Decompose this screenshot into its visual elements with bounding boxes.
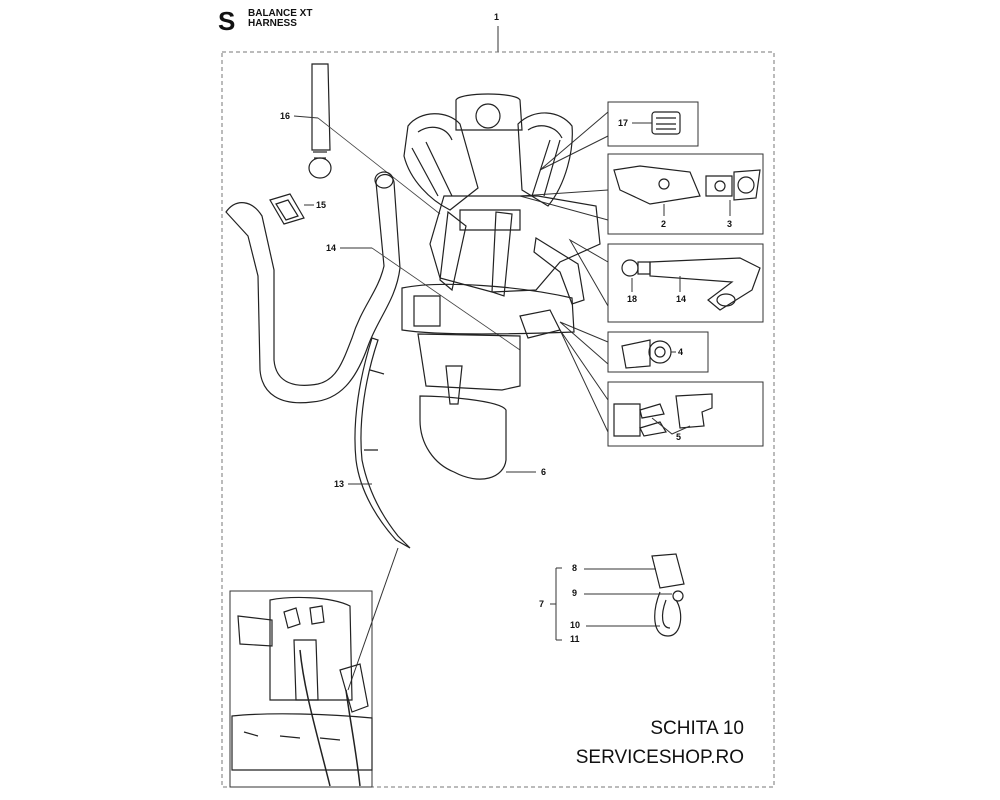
sheet-label: SCHITA 10	[650, 718, 744, 739]
part-16-strap	[309, 64, 331, 178]
callout-13: 13	[334, 479, 345, 489]
pointer-4	[560, 322, 608, 364]
callout-16: 16	[280, 111, 291, 121]
callout-6: 6	[541, 467, 547, 477]
part-18-clip	[622, 260, 650, 276]
detail-box-inset	[230, 591, 372, 787]
callout-1: 1	[494, 12, 500, 22]
part-7-hook-assembly	[652, 554, 684, 636]
part-14-strap-detail	[650, 258, 760, 310]
leader-16-to-harness	[318, 118, 440, 214]
section-letter: S	[218, 6, 236, 36]
part-17-buckle	[652, 112, 680, 134]
title-line-1: BALANCE XT	[248, 8, 313, 19]
leader-16	[294, 116, 318, 118]
callout-9: 9	[572, 588, 578, 598]
callout-10: 10	[570, 620, 581, 630]
callout-2: 2	[661, 219, 667, 229]
callout-8: 8	[572, 563, 578, 573]
diagram-title: BALANCE XT HARNESS	[248, 9, 312, 29]
pointer-2-3	[520, 190, 608, 220]
leader-5	[652, 418, 690, 434]
callout-7: 7	[539, 599, 545, 609]
detail-box-2-3	[608, 154, 763, 234]
title-line-2: HARNESS	[248, 18, 297, 29]
leader-13-to-inset	[348, 548, 398, 690]
callout-15: 15	[316, 200, 327, 210]
site-label: SERVICESHOP.RO	[575, 747, 744, 768]
part-3-swivel	[706, 170, 760, 200]
pointer-5	[560, 330, 608, 432]
callout-17: 17	[618, 118, 629, 128]
detail-box-17	[608, 102, 698, 146]
part-14-hip-strap	[226, 172, 400, 403]
callout-11: 11	[570, 634, 580, 644]
inset-harness-detail	[232, 598, 372, 786]
part-15-buckle	[270, 194, 304, 224]
detail-box-18-14	[608, 244, 763, 322]
callout-5: 5	[676, 432, 682, 442]
leader-group-7	[550, 568, 672, 640]
detail-box-4	[608, 332, 708, 372]
callout-14a: 14	[326, 243, 337, 253]
callout-14b: 14	[676, 294, 687, 304]
leader-14-to-harness	[372, 248, 520, 350]
part-5-buckle-set	[614, 394, 712, 436]
callout-18: 18	[627, 294, 638, 304]
part-13-chest-strap	[355, 338, 410, 548]
detail-box-5	[608, 382, 763, 446]
callout-4: 4	[678, 347, 684, 357]
harness-assembly	[402, 94, 600, 479]
part-4-plate	[622, 340, 671, 368]
assembly-border	[222, 52, 774, 787]
part-2-hip-plate	[614, 166, 700, 204]
callout-3: 3	[727, 219, 733, 229]
pointer-18-14	[570, 240, 608, 306]
